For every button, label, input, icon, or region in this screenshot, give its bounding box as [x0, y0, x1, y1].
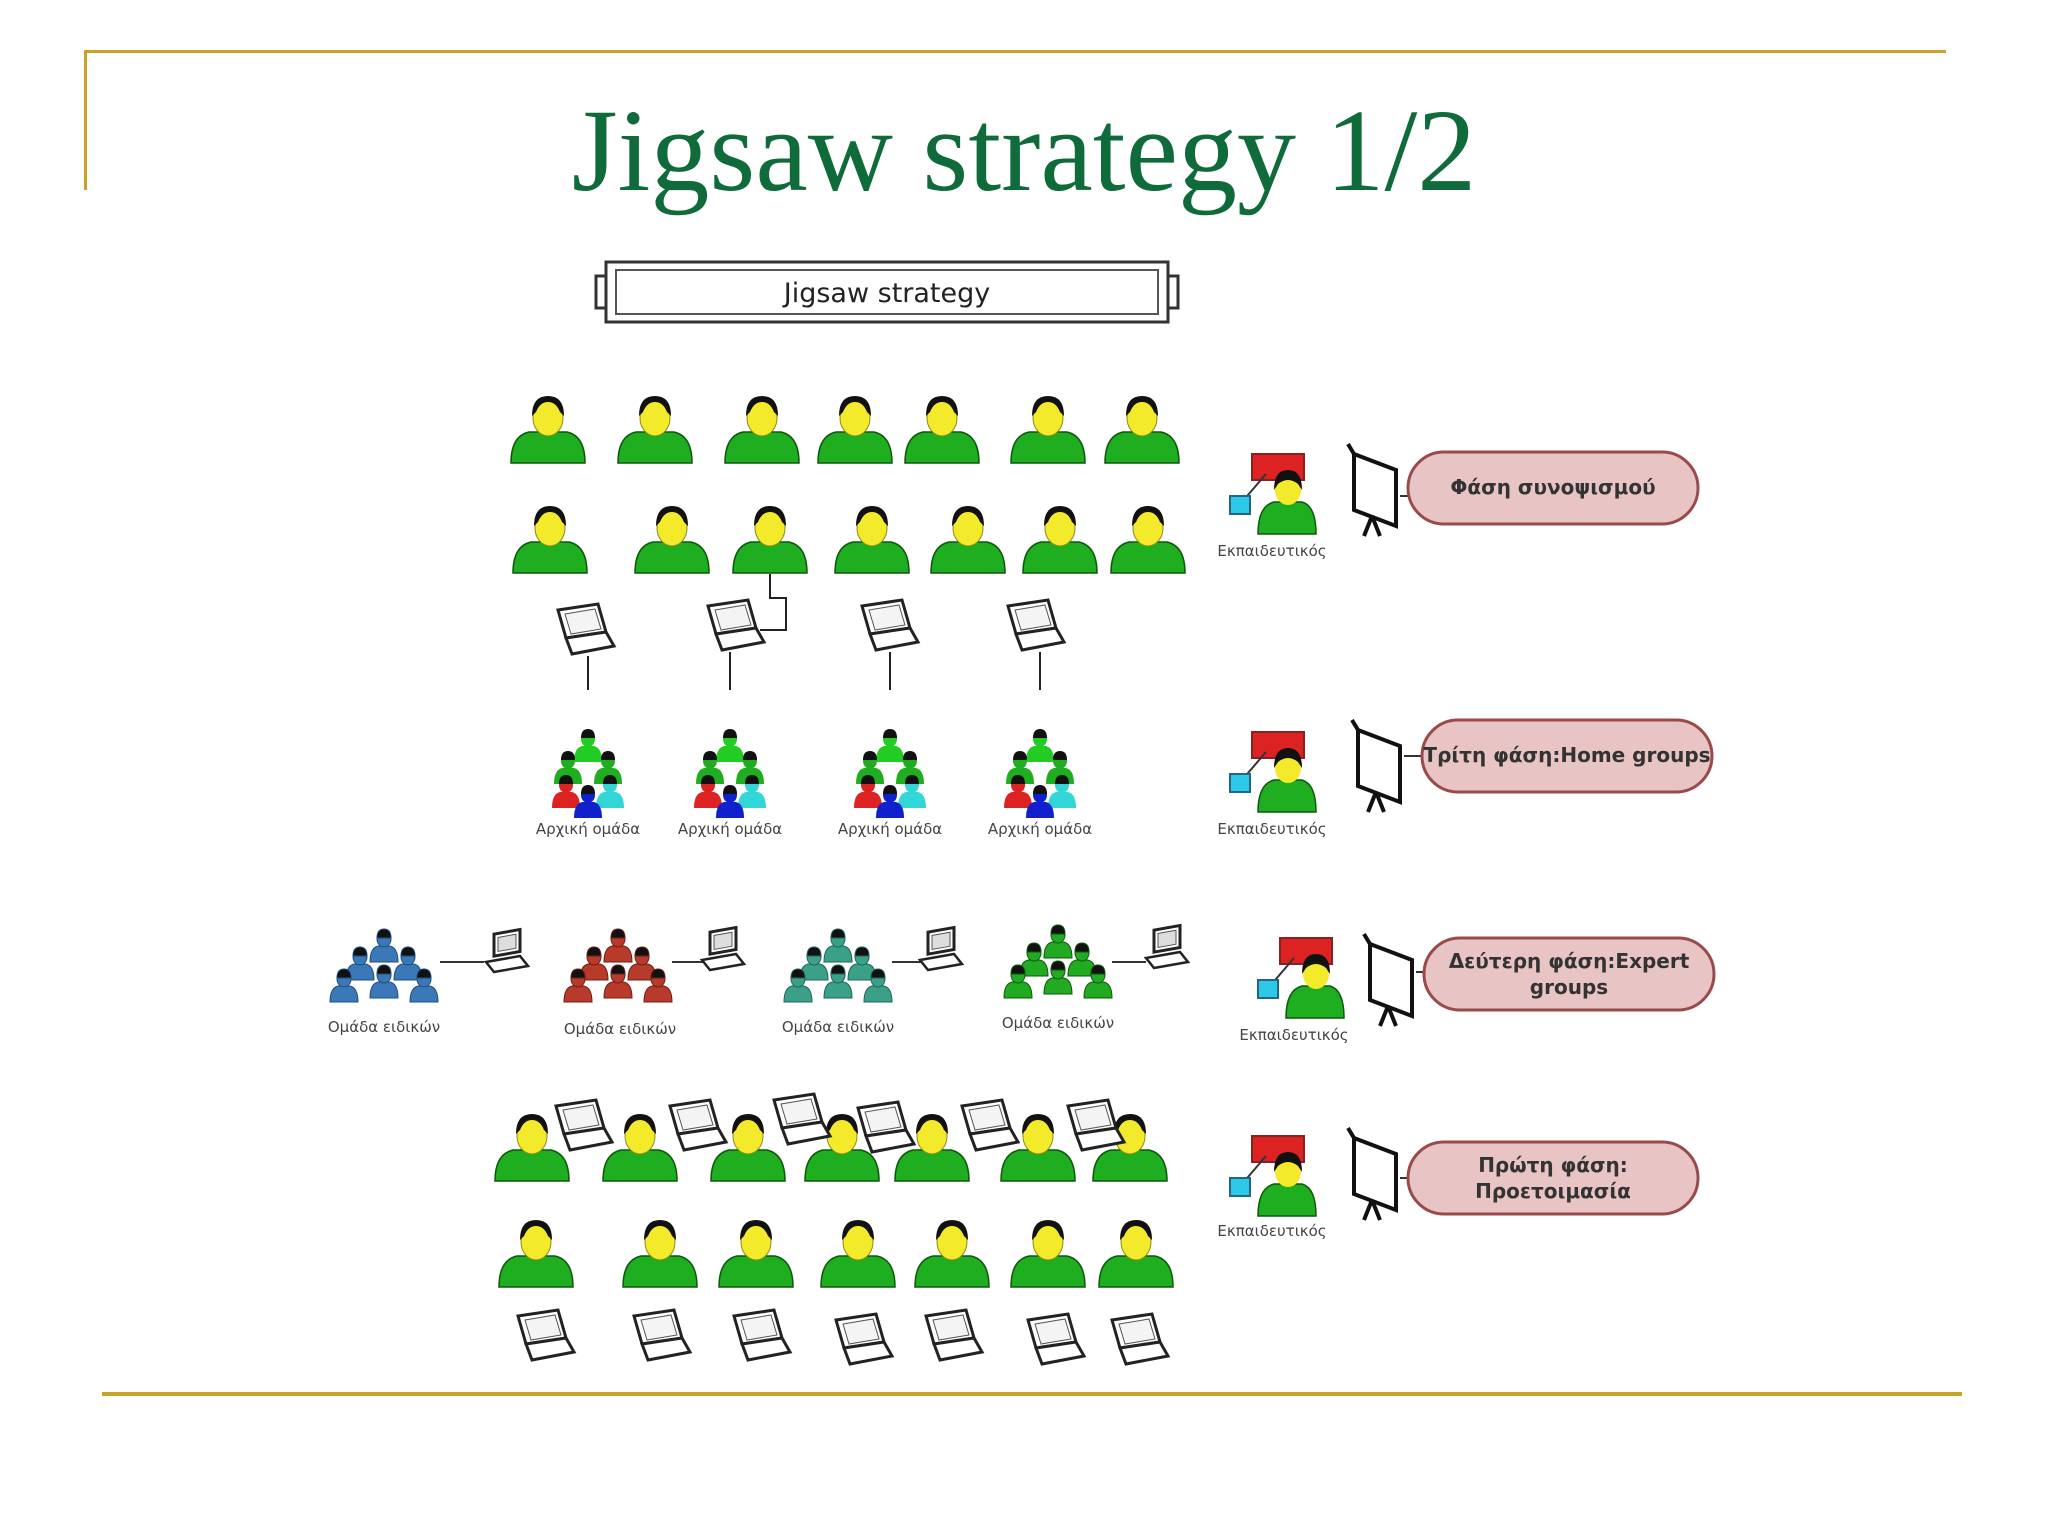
- students-preparation-row-2: [498, 1219, 1174, 1366]
- slide-title: Jigsaw strategy 1/2: [571, 85, 1477, 216]
- expert-group-label: Ομάδα ειδικών: [782, 1018, 894, 1036]
- frame-left-rule: [84, 50, 87, 190]
- banner-label: Jigsaw strategy: [782, 278, 991, 309]
- students-synthesis-row-1: [510, 395, 1180, 464]
- teacher-station-first: Εκπαιδευτικός Πρώτη φάση: Προετοιμασία: [1217, 1126, 1700, 1240]
- phase-second-label-line-1: Δεύτερη φάση:Expert: [1449, 949, 1690, 973]
- phase-second-label-line-2: groups: [1530, 975, 1608, 999]
- teacher-station-synthesis: Εκπαιδευτικός Φάση συνοψισμού: [1217, 442, 1700, 560]
- frame-top-rule: [84, 50, 1946, 53]
- home-group-label: Αρχική ομάδα: [536, 820, 640, 838]
- phase-first-label-line-1: Πρώτη φάση:: [1478, 1153, 1628, 1177]
- teacher-label: Εκπαιδευτικός: [1239, 1026, 1348, 1044]
- students-synthesis-row-2: [512, 505, 1186, 574]
- home-group-label: Αρχική ομάδα: [988, 820, 1092, 838]
- students-preparation-row-1: [494, 1092, 1168, 1182]
- teacher-station-second: Εκπαιδευτικός Δεύτερη φάση:Expert groups: [1239, 932, 1716, 1044]
- phase-first-label-line-2: Προετοιμασία: [1475, 1179, 1631, 1203]
- expert-group-label: Ομάδα ειδικών: [564, 1020, 676, 1038]
- teacher-station-third: Εκπαιδευτικός Τρίτη φάση:Home groups: [1217, 718, 1714, 838]
- laptops-home-groups: [556, 598, 1066, 690]
- teacher-label: Εκπαιδευτικός: [1217, 820, 1326, 838]
- expert-group-label: Ομάδα ειδικών: [1002, 1014, 1114, 1032]
- teacher-label: Εκπαιδευτικός: [1217, 542, 1326, 560]
- home-group-label: Αρχική ομάδα: [838, 820, 942, 838]
- phase-synthesis-label: Φάση συνοψισμού: [1450, 475, 1655, 499]
- home-group-label: Αρχική ομάδα: [678, 820, 782, 838]
- phase-third-label: Τρίτη φάση:Home groups: [1423, 743, 1710, 767]
- home-groups: Αρχική ομάδα Αρχική ομάδα Αρχική ομάδα Α…: [536, 729, 1092, 838]
- diagram-banner: Jigsaw strategy: [594, 260, 1180, 324]
- expert-group-label: Ομάδα ειδικών: [328, 1018, 440, 1036]
- frame-bottom-rule: [102, 1392, 1962, 1396]
- teacher-label: Εκπαιδευτικός: [1217, 1222, 1326, 1240]
- expert-groups: Ομάδα ειδικών Ομάδα ειδικών Ομάδα ειδικώ…: [328, 924, 1190, 1038]
